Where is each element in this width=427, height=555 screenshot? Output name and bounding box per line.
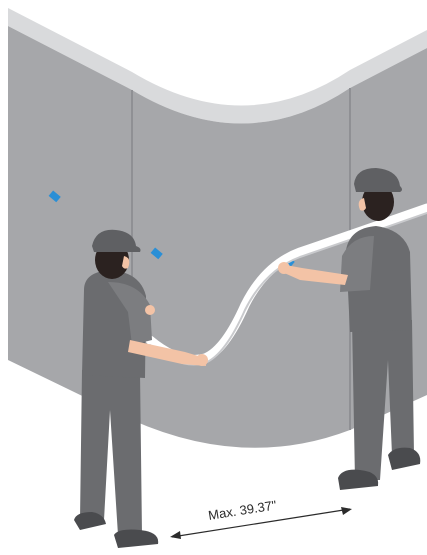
measurement-label: Max. 39.37" <box>207 497 278 523</box>
dimension-arrow-left <box>170 531 181 539</box>
worker-left-legs <box>80 370 142 535</box>
dimension-arrow-right <box>341 507 352 515</box>
worker-left-shoe <box>114 530 158 548</box>
dimension-indicator: Max. 39.37" <box>170 497 352 539</box>
worker-left-hand <box>196 354 208 366</box>
worker-right-hand <box>278 262 290 274</box>
worker-left-hand-back <box>145 305 155 315</box>
worker-right-shoe <box>388 448 420 470</box>
